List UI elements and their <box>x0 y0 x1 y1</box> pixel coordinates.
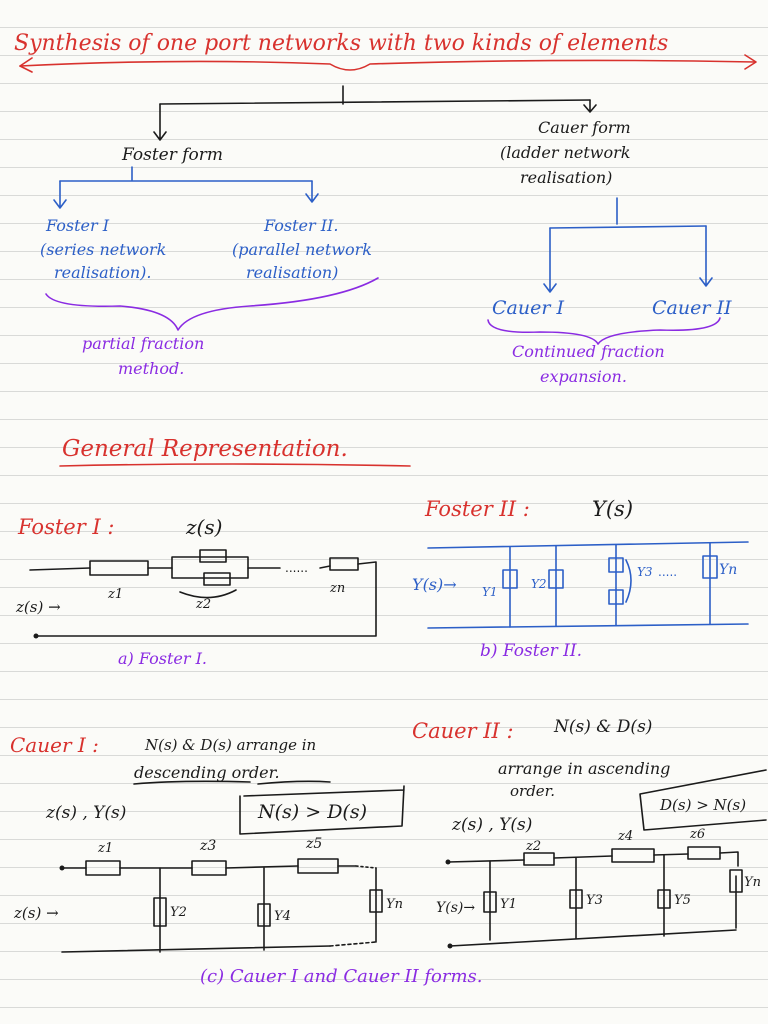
cauer-method-1: Continued fraction <box>512 342 665 361</box>
cauer-1-label: Cauer I <box>492 297 564 319</box>
cauer-1-y2-label: Y2 <box>170 905 187 920</box>
cauer-2-desc-1: N(s) & D(s) <box>553 717 652 737</box>
foster-2-caption: b) Foster II. <box>480 641 582 661</box>
cauer-1-input: z(s) → <box>13 904 59 922</box>
foster-2-label: Foster II. <box>263 216 338 235</box>
foster-2-yn-label: Yn <box>719 562 737 578</box>
general-heading: General Representation. <box>62 436 348 462</box>
cauer-1-functions: z(s) , Y(s) <box>45 803 126 823</box>
foster-brace <box>45 277 379 331</box>
cauer-2-desc-3: order. <box>510 782 555 800</box>
foster-2-y3-label: Y3 <box>637 565 653 579</box>
cauer-1-z1-label: z1 <box>97 841 113 856</box>
cauer-2-z6-label: z6 <box>689 827 705 842</box>
cauer-2-z2-label: z2 <box>525 839 541 854</box>
foster-2-circuit: Foster II : Y(s) Y(s)→ Y1 Y2 Y3 ..... Yn… <box>412 497 749 661</box>
foster-method-2: method. <box>118 359 184 378</box>
foster-2-title: Foster II : <box>424 497 530 521</box>
cauer-1-z5-label: z5 <box>305 836 322 852</box>
cauer-2-section: Cauer II : N(s) & D(s) arrange in ascend… <box>412 717 767 949</box>
cauer-1-section: Cauer I : N(s) & D(s) arrange in descend… <box>10 733 405 953</box>
cauer-2-label: Cauer II <box>652 297 732 319</box>
foster-1-z1-label: z1 <box>107 587 123 602</box>
cauer-1-y4-label: Y4 <box>274 909 291 924</box>
cauer-1-condition: N(s) > D(s) <box>257 801 367 823</box>
foster-1-input: z(s) → <box>15 598 61 616</box>
foster-1-z2-label: z2 <box>195 597 211 612</box>
page-title: Synthesis of one port networks with two … <box>14 31 668 56</box>
foster-1-zn-label: zn <box>329 581 345 596</box>
cauer-brace <box>487 317 721 345</box>
foster-1-dots: ...... <box>285 561 308 575</box>
foster-1-caption: a) Foster I. <box>118 649 207 668</box>
cauer-2-functions: z(s) , Y(s) <box>451 815 532 835</box>
foster-2-input: Y(s)→ <box>412 575 457 594</box>
cauer-2-condition: D(s) > N(s) <box>659 796 746 814</box>
foster-1-function: z(s) <box>185 515 222 539</box>
cauer-form-label-2: (ladder network <box>500 143 630 162</box>
foster-1-title: Foster I : <box>17 515 114 539</box>
cauer-2-y3-label: Y3 <box>586 893 603 908</box>
cauer-2-z4-label: z4 <box>617 829 633 844</box>
cauer-1-desc-2: descending order. <box>134 763 280 782</box>
cauer-caption: (c) Cauer I and Cauer II forms. <box>200 966 482 987</box>
foster-1-z2-box-bottom <box>203 572 231 586</box>
cauer-2-y1-label: Y1 <box>500 897 517 912</box>
foster-1-desc-1: (series network <box>40 240 166 259</box>
cauer-method-2: expansion. <box>540 367 627 386</box>
cauer-1-z3-label: z3 <box>199 838 216 854</box>
general-heading-underline <box>59 463 411 467</box>
foster-1-zn-box <box>329 557 359 571</box>
foster-form-label: Foster form <box>121 145 223 165</box>
cauer-form-label-3: realisation) <box>520 168 612 187</box>
foster-2-desc-1: (parallel network <box>232 240 372 259</box>
foster-2-function: Y(s) <box>592 497 633 521</box>
cauer-2-desc-2: arrange in ascending <box>498 759 670 778</box>
cauer-1-yn-label: Yn <box>386 897 403 912</box>
foster-2-y2-label: Y2 <box>531 577 547 591</box>
cauer-1-desc-1: N(s) & D(s) arrange in <box>144 736 316 754</box>
foster-2-dots: ..... <box>658 565 677 579</box>
cauer-2-title: Cauer II : <box>412 719 514 743</box>
foster-1-label: Foster I <box>45 216 110 235</box>
foster-1-z2-box-top <box>199 549 227 563</box>
foster-2-y1-label: Y1 <box>482 585 498 599</box>
foster-1-desc-2: realisation). <box>54 263 151 282</box>
title-arrowheads <box>19 54 757 73</box>
cauer-1-title: Cauer I : <box>10 733 99 757</box>
foster-1-z1-box <box>89 560 149 576</box>
foster-1-circuit: Foster I : z(s) ...... z1 z2 zn z(s) → a… <box>15 515 377 668</box>
foster-2-desc-2: realisation) <box>246 263 338 282</box>
classification-tree: Foster form Foster I (series network rea… <box>40 85 732 386</box>
cauer-2-input: Y(s)→ <box>436 900 475 916</box>
title-double-arrow <box>19 59 756 71</box>
foster-method-1: partial fraction <box>82 334 204 353</box>
cauer-2-y5-label: Y5 <box>674 893 691 908</box>
cauer-2-yn-label: Yn <box>744 875 761 890</box>
cauer-form-label-1: Cauer form <box>538 118 631 137</box>
